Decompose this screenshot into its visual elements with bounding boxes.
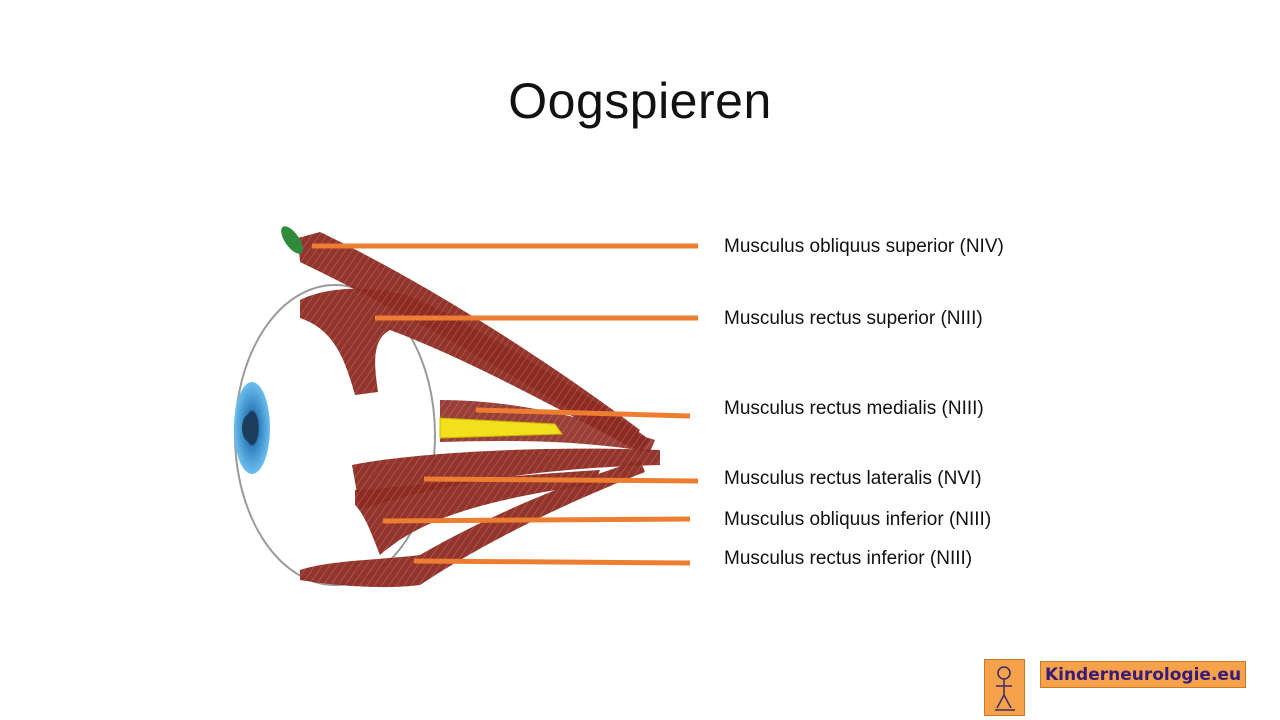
label-rectus-superior: Musculus rectus superior (NIII) — [724, 308, 983, 329]
slide-title: Oogspieren — [508, 73, 772, 129]
pupil — [242, 414, 258, 442]
leader-line-rectus-medialis — [475, 407, 691, 419]
optic-nerve — [439, 417, 563, 439]
logo-text[interactable]: Kinderneurologie.eu — [1040, 661, 1246, 688]
leader-line-obliquus-inferior — [382, 516, 691, 524]
logo-icon-box[interactable] — [984, 659, 1025, 716]
muscle-obliquus-inferior — [355, 470, 600, 555]
leader-line-rectus-lateralis — [423, 476, 699, 484]
leader-line-rectus-inferior — [413, 558, 691, 566]
trochlea — [281, 226, 303, 254]
child-figure-icon — [995, 666, 1015, 711]
label-obliquus-superior: Musculus obliquus superior (NIV) — [724, 236, 1004, 257]
label-rectus-medialis: Musculus rectus medialis (NIII) — [724, 398, 984, 419]
muscle-rectus-lateralis — [352, 448, 660, 510]
muscle-rectus-superior — [300, 288, 650, 452]
label-rectus-lateralis: Musculus rectus lateralis (NVI) — [724, 468, 982, 489]
muscle-rectus-inferior — [300, 460, 645, 588]
label-obliquus-inferior: Musculus obliquus inferior (NIII) — [724, 509, 992, 530]
label-rectus-inferior: Musculus rectus inferior (NIII) — [724, 548, 973, 569]
